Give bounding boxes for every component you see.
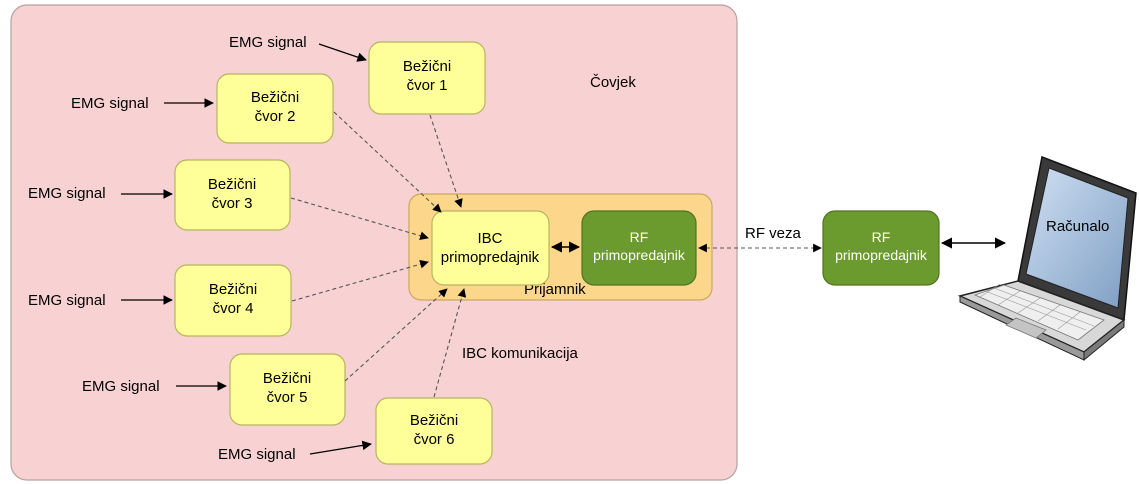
wireless-node-2: Bežični čvor 2 [216,73,334,144]
wireless-node-5: Bežični čvor 5 [229,353,346,426]
node-3-line1: Bežični [208,176,256,193]
emg-arrow-1 [318,43,367,62]
node-2-line2: čvor 2 [255,108,296,125]
ibc-line1: IBC [477,230,502,247]
laptop-icon [957,155,1137,362]
node-5-line2: čvor 5 [267,389,308,406]
ibc-link-1 [429,114,463,208]
rf-line2: primopredajnik [593,247,686,263]
node-6-line1: Bežični [410,412,458,429]
emg-label-3: EMG signal [28,185,106,202]
node-4-line1: Bežični [209,281,257,298]
external-rf-transceiver: RF primopredajnik [822,210,940,286]
rf-transceiver: RF primopredajnik [581,210,697,286]
human-region [10,4,738,481]
node-1-line1: Bežični [403,58,451,75]
node-2-line1: Bežični [251,89,299,106]
ext-rf-line2: primopredajnik [835,247,928,263]
ibc-link-label: IBC komunikacija [462,345,579,362]
node-6-line2: čvor 6 [414,431,455,448]
node-3-line2: čvor 3 [212,195,253,212]
ibc-link-6 [433,288,467,398]
node-5-line1: Bežični [263,370,311,387]
emg-label-5: EMG signal [82,378,160,395]
ibc-line2: primopredajnik [441,249,540,266]
ibc-link-3 [290,197,429,241]
ibc-link-2 [333,111,442,213]
rf-line1: RF [630,229,649,245]
wireless-node-1: Bežični čvor 1 [368,41,486,115]
emg-label-4: EMG signal [28,292,106,309]
emg-label-1: EMG signal [229,34,307,51]
node-4-line2: čvor 4 [213,300,254,317]
rf-link-label: RF veza [745,225,802,242]
ibc-link-5 [344,288,448,382]
wireless-node-4: Bežični čvor 4 [174,264,292,337]
region-label: Čovjek [590,74,636,91]
emg-label-2: EMG signal [71,95,149,112]
wireless-node-6: Bežični čvor 6 [375,397,493,465]
wireless-node-3: Bežični čvor 3 [174,159,291,231]
emg-label-6: EMG signal [218,446,296,463]
ext-rf-line1: RF [872,229,891,245]
ibc-transceiver: IBC primopredajnik [431,210,550,286]
computer-label: Računalo [1046,218,1109,235]
ibc-links [290,111,467,398]
node-1-line2: čvor 1 [407,77,448,94]
ibc-link-4 [291,259,429,302]
emg-arrow-6 [309,440,372,455]
